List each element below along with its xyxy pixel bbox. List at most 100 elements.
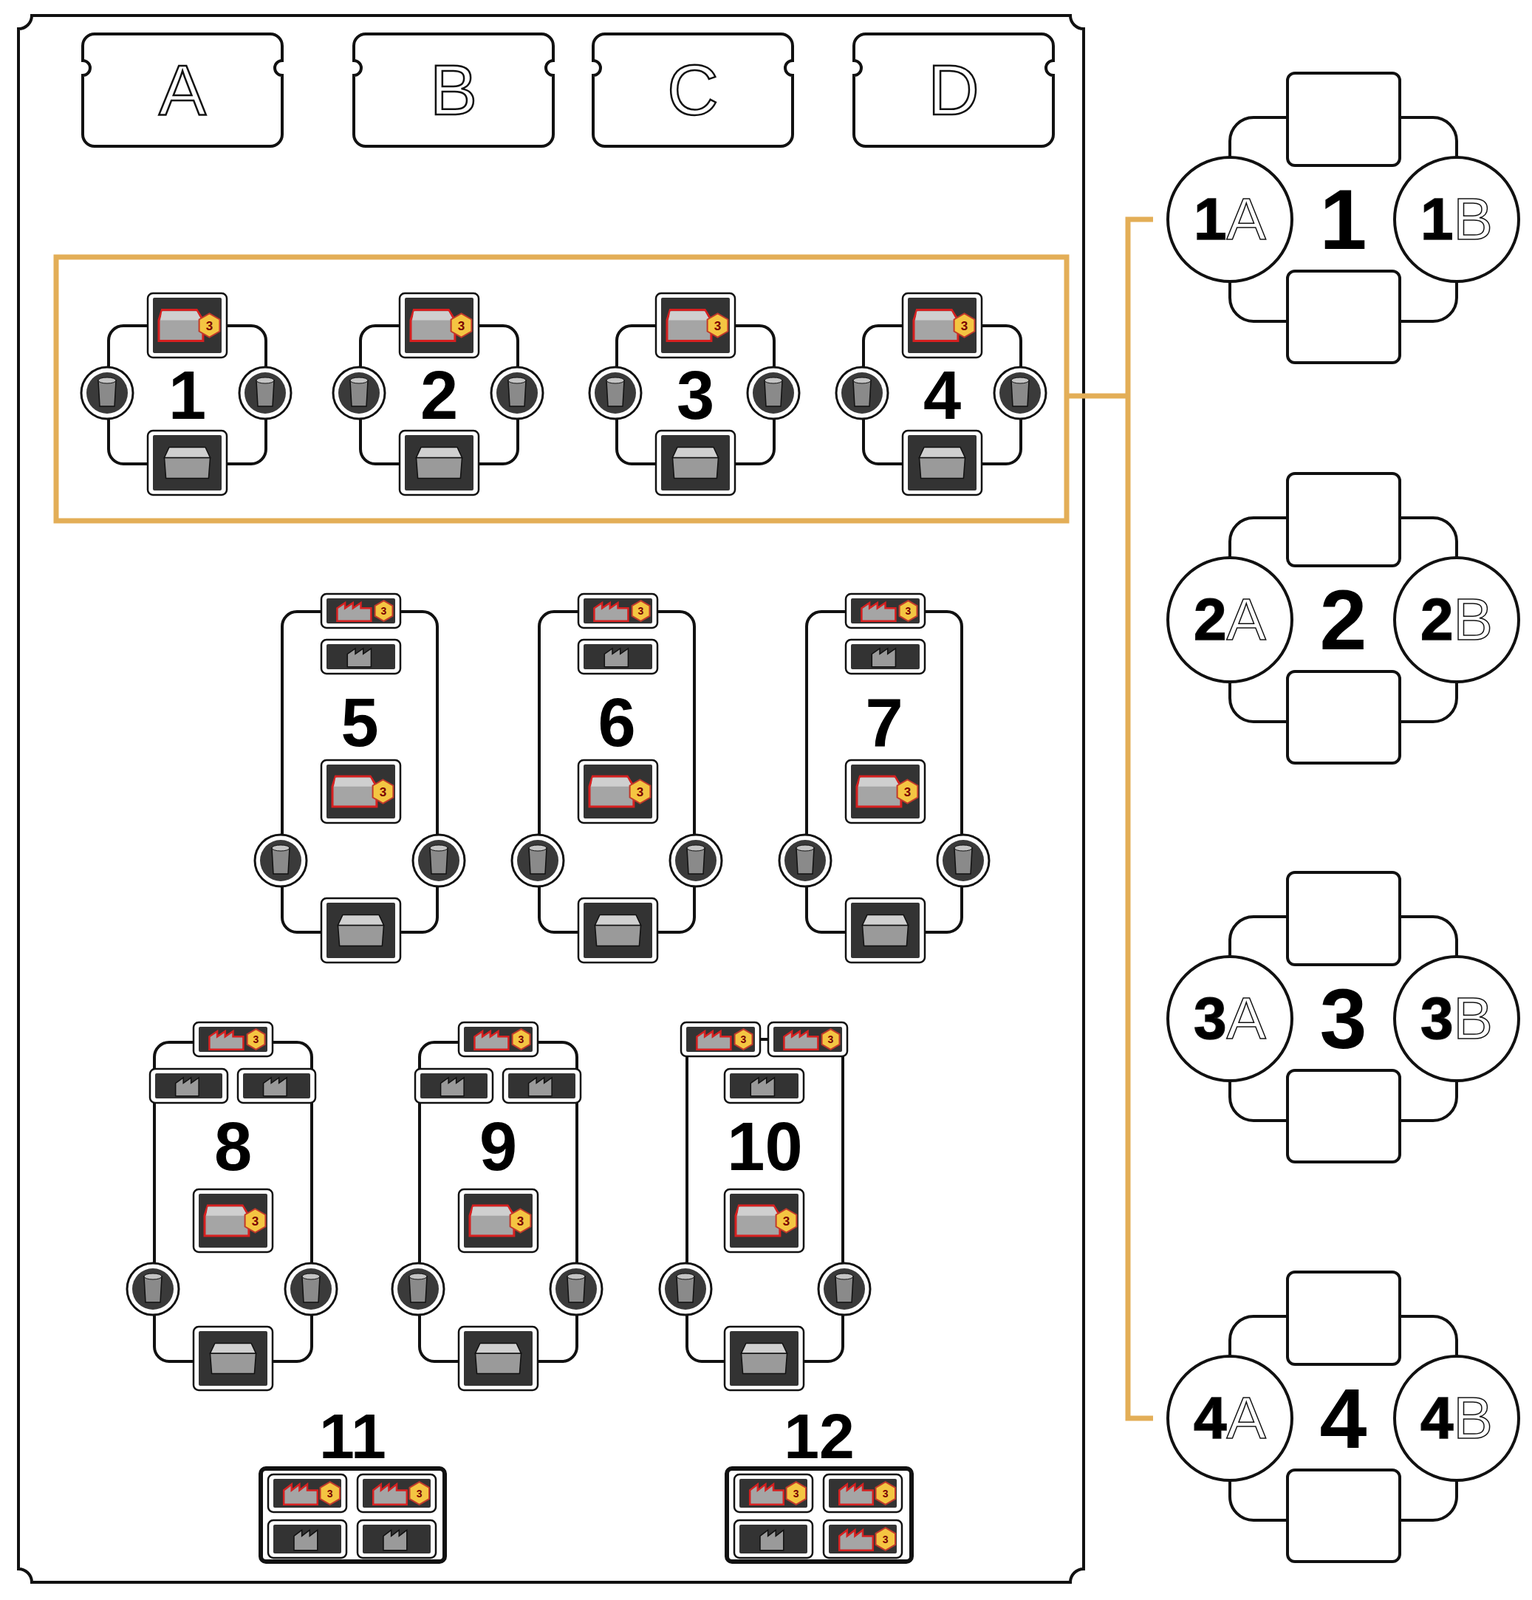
player-slot: 1A bbox=[1166, 155, 1294, 283]
column-letter: C bbox=[667, 54, 718, 126]
component-icon bbox=[836, 367, 888, 419]
layout-card: 3 bbox=[615, 324, 776, 466]
badge-number: 3 bbox=[253, 1034, 260, 1045]
board-bottom-slot bbox=[1287, 1070, 1400, 1162]
token-cylinder-top bbox=[835, 1273, 854, 1280]
ingot-top bbox=[333, 777, 376, 787]
slot-frame bbox=[823, 1474, 902, 1513]
slot-ground bbox=[583, 764, 653, 819]
factory-shape-red bbox=[839, 1529, 874, 1551]
token-ground bbox=[338, 372, 380, 414]
board-panel bbox=[18, 15, 1084, 1583]
slot-ground bbox=[850, 764, 920, 819]
ingot-top bbox=[471, 1206, 513, 1216]
slot-ground bbox=[152, 297, 222, 354]
layout-card: 2 bbox=[358, 324, 520, 466]
component-icon bbox=[511, 834, 564, 887]
badge-hexagon bbox=[451, 313, 473, 337]
token-ground bbox=[132, 1268, 174, 1310]
block-top bbox=[862, 915, 909, 926]
slot-ground bbox=[463, 1026, 533, 1052]
slot-ground bbox=[907, 297, 977, 354]
component-icon bbox=[994, 367, 1046, 419]
player-slot: 1B bbox=[1393, 155, 1521, 283]
token-cylinder-top bbox=[676, 1273, 695, 1280]
token-cylinder-top bbox=[528, 845, 547, 851]
slot-frame bbox=[149, 1068, 228, 1103]
slot-frame bbox=[655, 293, 735, 358]
ingot-top bbox=[590, 777, 633, 787]
ingot-shape bbox=[332, 776, 377, 807]
slot-ground bbox=[362, 1478, 431, 1508]
token-ground bbox=[664, 1268, 707, 1310]
player-board: 44A4B bbox=[1166, 1270, 1521, 1564]
component-icon bbox=[724, 1068, 804, 1103]
component-icon bbox=[578, 639, 658, 674]
factory-shape bbox=[383, 1529, 408, 1551]
factory-shape-red bbox=[373, 1483, 408, 1505]
slot-code: 2B bbox=[1420, 590, 1493, 650]
token-cylinder bbox=[1011, 380, 1029, 407]
component-icon bbox=[818, 1263, 871, 1315]
layout-number: 2 bbox=[420, 361, 458, 430]
token-ground bbox=[496, 372, 538, 414]
component-icon bbox=[779, 834, 832, 887]
slot-ground bbox=[273, 1524, 342, 1554]
badge-number: 3 bbox=[961, 319, 968, 332]
slot-frame bbox=[458, 1326, 538, 1391]
token-ring bbox=[81, 367, 133, 419]
layout-card: 7 bbox=[805, 610, 964, 934]
badge-hexagon bbox=[954, 313, 976, 337]
slot-frame bbox=[458, 1022, 538, 1057]
token-ring bbox=[511, 834, 564, 887]
slot-ground bbox=[850, 644, 920, 670]
component-icon bbox=[458, 1022, 538, 1057]
badge-hexagon bbox=[510, 1209, 532, 1233]
slot-frame bbox=[845, 760, 925, 823]
ingot-top bbox=[668, 310, 710, 320]
component-icon bbox=[724, 1189, 804, 1253]
slot-ground bbox=[198, 1026, 268, 1052]
block-front bbox=[338, 925, 385, 947]
token-ground bbox=[86, 372, 128, 414]
player-number: 4 bbox=[1320, 1376, 1368, 1462]
token-ring bbox=[994, 367, 1046, 419]
badge-hexagon bbox=[373, 780, 394, 804]
slot-frame bbox=[268, 1520, 347, 1558]
badge-hexagon bbox=[512, 1028, 531, 1050]
slot-frame bbox=[321, 760, 401, 823]
badge-hexagon bbox=[897, 780, 919, 804]
component-icon bbox=[845, 593, 925, 628]
layout-tray: 11 bbox=[258, 1466, 447, 1564]
layout-card: 5 bbox=[280, 610, 439, 934]
token-cylinder-top bbox=[350, 377, 368, 384]
component-icon bbox=[578, 898, 658, 963]
board-bottom-slot bbox=[1287, 1469, 1400, 1562]
slot-ground bbox=[198, 1193, 268, 1248]
slot-ground bbox=[420, 1073, 488, 1099]
badge-number: 3 bbox=[828, 1034, 834, 1045]
board-bottom-slot bbox=[1287, 271, 1400, 363]
token-ring bbox=[659, 1263, 712, 1315]
token-cylinder bbox=[796, 847, 815, 874]
factory-shape bbox=[760, 1529, 784, 1551]
factory-shape-red bbox=[336, 602, 371, 622]
ingot-top bbox=[915, 310, 957, 320]
component-icon bbox=[902, 293, 982, 358]
token-cylinder bbox=[528, 847, 547, 874]
player-slot: 2A bbox=[1166, 556, 1294, 684]
column-tab: A bbox=[81, 32, 284, 148]
component-icon bbox=[902, 430, 982, 495]
token-ring bbox=[747, 367, 800, 419]
slot-ground bbox=[661, 297, 730, 354]
tab-outline-path bbox=[353, 33, 554, 147]
component-icon bbox=[149, 1068, 228, 1103]
token-cylinder-top bbox=[271, 845, 290, 851]
token-cylinder bbox=[256, 380, 275, 407]
slot-ground bbox=[583, 644, 653, 670]
badge-hexagon bbox=[876, 1481, 897, 1505]
slot-ground bbox=[326, 764, 396, 819]
slot-frame bbox=[321, 639, 401, 674]
component-icon bbox=[285, 1263, 337, 1315]
